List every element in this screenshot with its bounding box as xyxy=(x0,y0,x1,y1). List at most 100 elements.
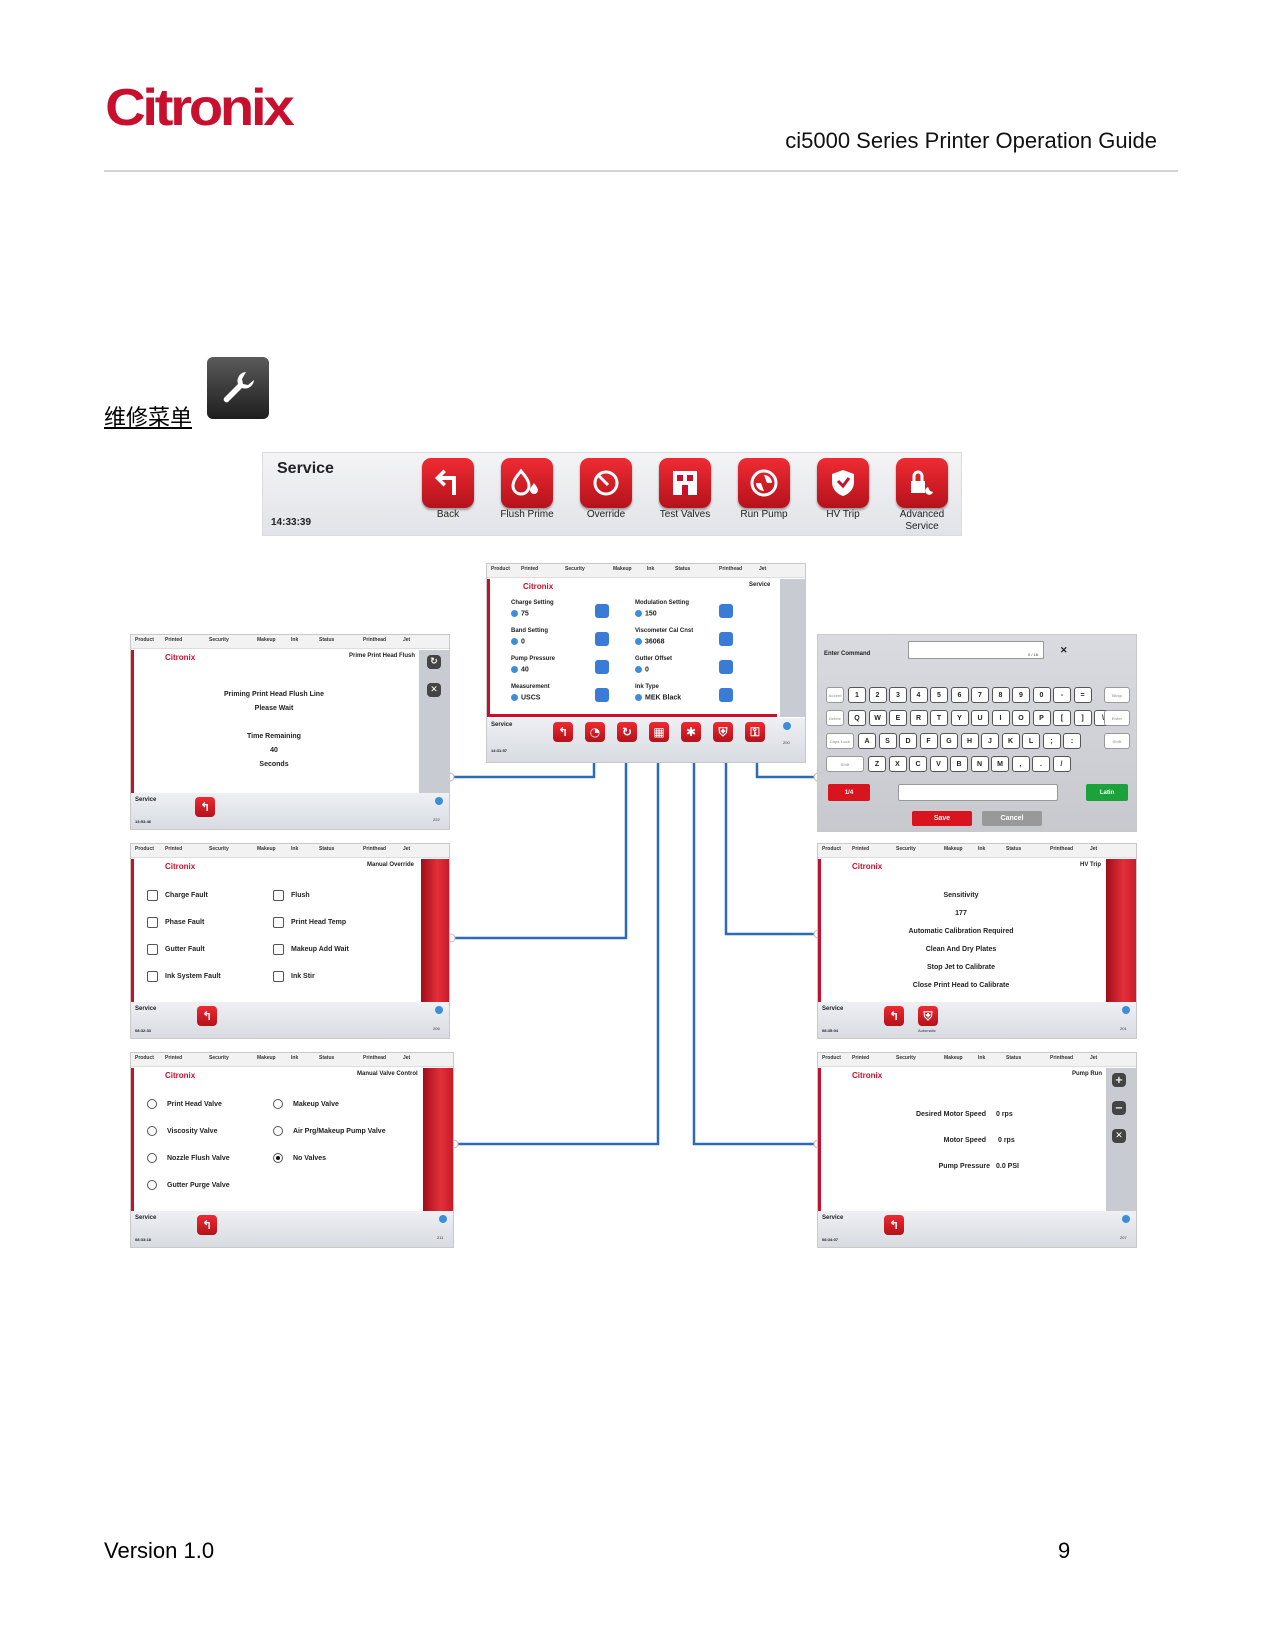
override-mini-button[interactable]: ↻ xyxy=(617,722,637,742)
edit-modulation-button[interactable] xyxy=(719,604,733,618)
keyboard-key[interactable]: T xyxy=(930,710,948,726)
keyboard-key[interactable]: 0 xyxy=(1032,687,1051,703)
keyboard-key[interactable]: A xyxy=(858,733,876,749)
edit-gutter-offset-button[interactable] xyxy=(719,660,733,674)
advanced-mini-button[interactable]: ⚿ xyxy=(745,722,765,742)
keyboard-key[interactable]: P xyxy=(1032,710,1051,726)
keyboard-key[interactable]: - xyxy=(1053,687,1071,703)
keyboard-key[interactable]: [ xyxy=(1053,710,1071,726)
keyboard-key[interactable]: / xyxy=(1052,756,1071,772)
prime-again-button[interactable]: ↻ xyxy=(427,655,441,669)
help-icon[interactable] xyxy=(1122,1006,1130,1014)
keyboard-key[interactable]: ] xyxy=(1073,710,1092,726)
keyboard-key[interactable]: W xyxy=(868,710,887,726)
cancel-button[interactable]: ✕ xyxy=(427,683,441,697)
keyboard-key[interactable]: K xyxy=(1001,733,1020,749)
keyboard-key[interactable]: O xyxy=(1012,710,1030,726)
keyboard-key[interactable]: 9 xyxy=(1012,687,1030,703)
keyboard-key[interactable]: D xyxy=(899,733,917,749)
no-valves-radio[interactable] xyxy=(273,1153,283,1163)
keyboard-key[interactable]: ; xyxy=(1042,733,1061,749)
cancel-button[interactable]: ✕ xyxy=(1112,1129,1126,1143)
keyboard-key[interactable]: Shift xyxy=(826,756,864,772)
hv-trip-button[interactable]: HV Trip xyxy=(813,458,873,521)
automatic-button[interactable]: ⛨ xyxy=(918,1006,938,1026)
print-head-valve-radio[interactable] xyxy=(147,1099,157,1109)
keyboard-key[interactable]: U xyxy=(971,710,989,726)
gutter-purge-valve-radio[interactable] xyxy=(147,1180,157,1190)
cancel-button[interactable]: Cancel xyxy=(982,811,1042,826)
keyboard-key[interactable]: Z xyxy=(868,756,886,772)
back-button[interactable]: ↰ xyxy=(197,1006,217,1026)
keyboard-key[interactable]: Q xyxy=(848,710,866,726)
keyboard-key[interactable]: Enter xyxy=(1104,710,1130,726)
space-key[interactable] xyxy=(898,784,1058,801)
nozzle-flush-valve-radio[interactable] xyxy=(147,1153,157,1163)
flush-prime-button[interactable]: Flush Prime xyxy=(497,458,557,521)
keyboard-key[interactable]: . xyxy=(1032,756,1050,772)
keyboard-key[interactable]: 7 xyxy=(971,687,989,703)
edit-charge-button[interactable] xyxy=(595,604,609,618)
edit-measurement-button[interactable] xyxy=(595,688,609,702)
keyboard-key[interactable]: 6 xyxy=(950,687,969,703)
edit-pump-pressure-button[interactable] xyxy=(595,660,609,674)
increase-button[interactable]: + xyxy=(1112,1073,1126,1087)
keyboard-key[interactable]: Shift xyxy=(1104,733,1130,749)
keyboard-key[interactable]: 2 xyxy=(868,687,887,703)
back-button[interactable]: ↰ xyxy=(195,797,215,817)
test-valves-button[interactable]: Test Valves xyxy=(655,458,715,521)
makeup-valve-radio[interactable] xyxy=(273,1099,283,1109)
keyboard-key[interactable]: V xyxy=(929,756,948,772)
test-valves-mini-button[interactable]: ▦ xyxy=(649,722,669,742)
back-button[interactable]: ↰ xyxy=(884,1215,904,1235)
close-icon[interactable]: ✕ xyxy=(1060,645,1068,655)
keyboard-key[interactable]: B xyxy=(950,756,968,772)
run-pump-mini-button[interactable]: ✱ xyxy=(681,722,701,742)
keyboard-key[interactable]: L xyxy=(1022,733,1040,749)
air-prg-makeup-pump-valve-radio[interactable] xyxy=(273,1126,283,1136)
back-button[interactable]: Back xyxy=(418,458,478,521)
command-input[interactable] xyxy=(908,641,1044,659)
ink-stir-checkbox[interactable] xyxy=(273,971,284,982)
keyboard-key[interactable]: C xyxy=(909,756,927,772)
flush-checkbox[interactable] xyxy=(273,890,284,901)
help-icon[interactable] xyxy=(783,722,791,730)
keyboard-key[interactable]: 8 xyxy=(991,687,1010,703)
keyboard-key[interactable]: E xyxy=(889,710,907,726)
phase-fault-checkbox[interactable] xyxy=(147,917,158,928)
keyboard-key[interactable]: Accent xyxy=(826,687,844,703)
keyboard-key[interactable]: G xyxy=(940,733,958,749)
save-button[interactable]: Save xyxy=(912,811,972,826)
keyboard-key[interactable]: 4 xyxy=(909,687,928,703)
print-head-temp-checkbox[interactable] xyxy=(273,917,284,928)
advanced-service-button[interactable]: Advanced Service xyxy=(892,458,952,533)
help-icon[interactable] xyxy=(435,797,443,805)
keyboard-key[interactable]: S xyxy=(878,733,897,749)
keyboard-key[interactable]: I xyxy=(991,710,1010,726)
run-pump-button[interactable]: Run Pump xyxy=(734,458,794,521)
language-button[interactable]: Latin xyxy=(1086,784,1128,801)
keyboard-key[interactable]: 3 xyxy=(889,687,907,703)
override-button[interactable]: Override xyxy=(576,458,636,521)
keyboard-key[interactable]: , xyxy=(1011,756,1030,772)
back-button[interactable]: ↰ xyxy=(884,1006,904,1026)
charge-fault-checkbox[interactable] xyxy=(147,890,158,901)
back-mini-button[interactable]: ↰ xyxy=(553,722,573,742)
keyboard-key[interactable]: Caps Lock xyxy=(826,733,854,749)
edit-band-button[interactable] xyxy=(595,632,609,646)
keyboard-key[interactable]: X xyxy=(888,756,907,772)
help-icon[interactable] xyxy=(1122,1215,1130,1223)
viscosity-valve-radio[interactable] xyxy=(147,1126,157,1136)
decrease-button[interactable]: − xyxy=(1112,1101,1126,1115)
keyboard-key[interactable]: M xyxy=(991,756,1009,772)
edit-ink-type-button[interactable] xyxy=(719,688,733,702)
keyboard-key[interactable]: R xyxy=(909,710,928,726)
page-button[interactable]: 1/4 xyxy=(828,784,870,801)
back-button[interactable]: ↰ xyxy=(197,1215,217,1235)
keyboard-key[interactable]: : xyxy=(1063,733,1081,749)
keyboard-key[interactable]: 1 xyxy=(848,687,866,703)
keyboard-key[interactable]: 5 xyxy=(930,687,948,703)
makeup-add-wait-checkbox[interactable] xyxy=(273,944,284,955)
keyboard-key[interactable]: J xyxy=(981,733,999,749)
ink-system-fault-checkbox[interactable] xyxy=(147,971,158,982)
